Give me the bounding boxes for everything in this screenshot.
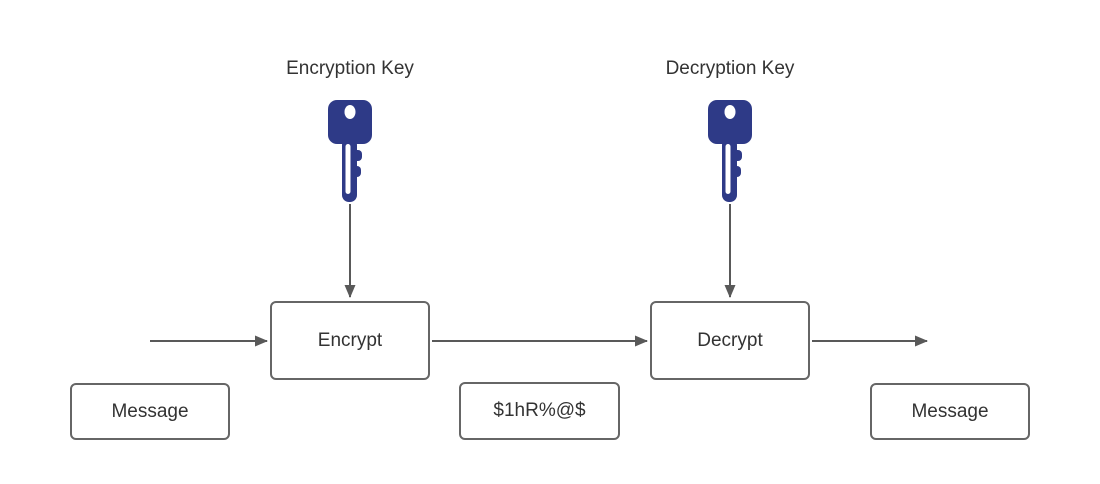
message-input-label: Message xyxy=(111,400,189,422)
decryption-key-label: Decryption Key xyxy=(665,58,795,79)
message-output-box: Message xyxy=(870,383,1030,440)
message-input-box: Message xyxy=(70,383,230,440)
encryption-key-icon xyxy=(328,100,372,202)
decrypt-box: Decrypt xyxy=(650,301,810,380)
ciphertext-label: $1hR%@$ xyxy=(493,400,586,421)
encryption-key-label: Encryption Key xyxy=(286,58,414,79)
decryption-key-icon xyxy=(708,100,752,202)
message-output-label: Message xyxy=(911,400,989,422)
ciphertext-box: $1hR%@$ xyxy=(459,382,620,440)
decrypt-box-label: Decrypt xyxy=(697,329,763,351)
encrypt-box-label: Encrypt xyxy=(317,329,383,351)
encrypt-box: Encrypt xyxy=(270,301,430,380)
